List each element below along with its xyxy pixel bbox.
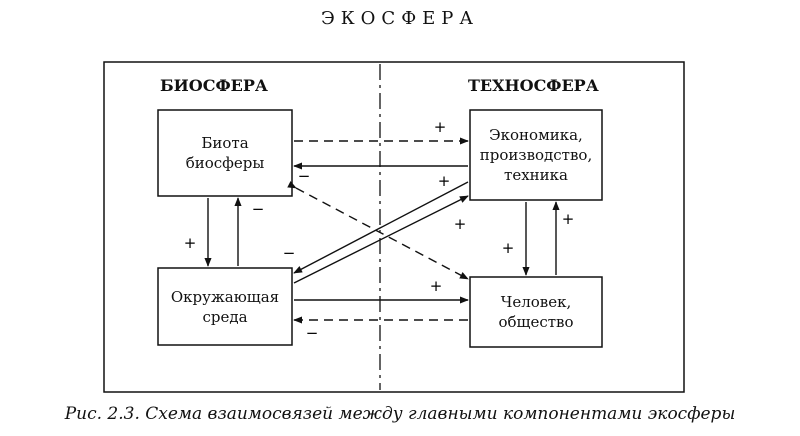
node-biota-line-2: биосферы [185, 154, 265, 172]
node-economy-line-2: производство, [479, 146, 593, 164]
arrow-biota-human-diagonal [287, 181, 469, 280]
node-environment-label: Окружающая среда [158, 268, 292, 345]
sign-diagonal-upper: + [438, 172, 451, 190]
node-economy-line-1: Экономика, [489, 126, 583, 144]
node-biota-label: Биота биосферы [158, 110, 292, 196]
node-human-line-1: Человек, [500, 293, 572, 311]
ecosphere-frame [103, 61, 685, 393]
arrow-environment-to-economy [293, 195, 469, 284]
node-biota-line-1: Биота [201, 134, 249, 152]
node-biota-box [157, 109, 293, 197]
sign-biota-to-economy: + [434, 118, 447, 136]
arrow-economy-to-environment [293, 181, 469, 274]
node-economy-line-3: техника [504, 166, 568, 184]
sign-economy-to-biota: − [298, 167, 311, 185]
node-human-box [469, 276, 603, 348]
figure-caption: Рис. 2.3. Схема взаимосвязей между главн… [64, 404, 736, 424]
sign-human-to-environment: − [306, 324, 319, 342]
node-economy-box [469, 109, 603, 201]
diagram-title: ЭКОСФЕРА [320, 8, 480, 29]
node-human-label: Человек, общество [470, 277, 602, 347]
node-environment-line-2: среда [202, 307, 248, 326]
node-economy-label: Экономика, производство, техника [470, 110, 602, 200]
node-human-line-2: общество [498, 313, 574, 331]
sign-environment-to-human: + [430, 277, 443, 295]
sign-biota-to-environment: + [184, 234, 197, 252]
region-label-technosphere: ТЕХНОСФЕРА [468, 76, 599, 95]
sign-economy-to-human: + [502, 239, 515, 257]
region-label-biosphere: БИОСФЕРА [160, 76, 268, 95]
node-environment-box [157, 267, 293, 346]
sign-human-to-economy: + [562, 210, 575, 228]
sign-environment-to-biota: − [252, 200, 265, 218]
sign-environment-to-economy: + [454, 215, 467, 233]
node-environment-line-1: Окружающая [170, 287, 280, 306]
sign-economy-to-environment: − [283, 244, 296, 262]
